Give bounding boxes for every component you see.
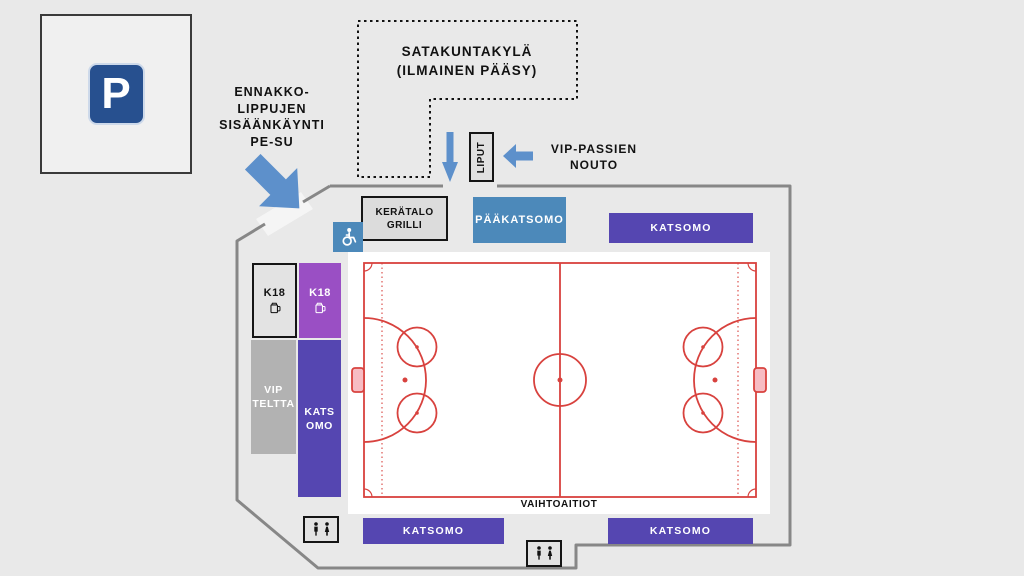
stand-bottom-right: KATSOMO — [608, 518, 753, 544]
beer-icon — [269, 302, 280, 313]
restroom-icon — [526, 540, 562, 567]
parking-icon: P — [87, 63, 145, 125]
k18-label: K18 — [309, 286, 331, 299]
k18-area-gray: K18 — [252, 263, 297, 338]
beer-icon — [315, 302, 326, 313]
restroom-icon — [303, 516, 339, 543]
stand-left-vertical: KATS OMO — [298, 340, 341, 497]
k18-label: K18 — [263, 286, 286, 299]
stand-bottom-left: KATSOMO — [363, 518, 504, 544]
vip-pass-pickup-label: VIP-PASSIEN NOUTO — [550, 142, 638, 172]
vip-tent: VIP TELTTA — [251, 340, 296, 454]
ticket-booth-label: LIPUT — [476, 141, 488, 173]
futsal-pitch — [351, 262, 767, 498]
main-stand: PÄÄKATSOMO — [473, 197, 566, 243]
satakunta-village-label: SATAKUNTAKYLÄ (ILMAINEN PÄÄSY) — [396, 44, 538, 78]
wheelchair-icon — [333, 222, 363, 252]
field-panel: VAIHTOAITIOT — [348, 252, 770, 514]
arrow-left-icon — [503, 144, 533, 168]
arrow-down-right-icon — [244, 153, 300, 209]
stand-top-right: KATSOMO — [609, 213, 753, 243]
satakunta-dashed-border — [357, 20, 578, 178]
advance-tickets-entrance-label: ENNAKKO- LIPPUJEN SISÄÄNKÄYNTI PE-SU — [219, 85, 325, 149]
k18-area-purple: K18 — [299, 263, 341, 338]
ticket-booth: LIPUT — [469, 132, 494, 182]
venue-outline — [235, 184, 792, 570]
parking-letter: P — [101, 69, 131, 118]
arrow-down-icon — [442, 132, 458, 182]
parking-area: P — [40, 14, 192, 174]
benches-label: VAIHTOAITIOT — [520, 499, 598, 510]
grill-kiosk: KERÄTALO GRILLI — [361, 196, 448, 241]
